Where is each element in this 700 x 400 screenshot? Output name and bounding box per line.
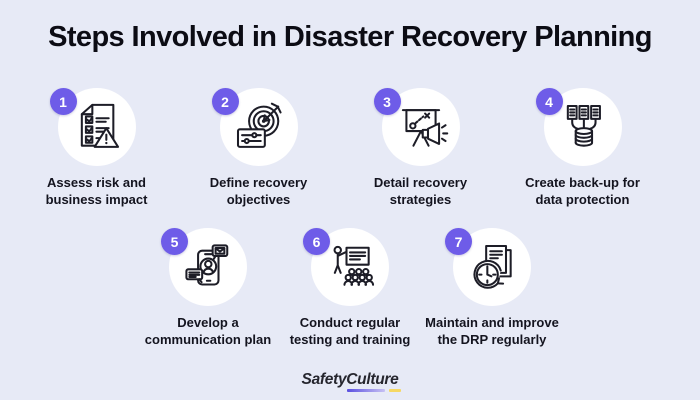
page-title: Steps Involved in Disaster Recovery Plan…	[48, 21, 652, 53]
brand-safety-text: Safety	[301, 371, 347, 388]
step-6-icon-circle: 6	[303, 228, 389, 307]
step-5: 5 Develop a communic	[137, 228, 279, 348]
step-6-number-badge: 6	[303, 228, 330, 256]
checklist-warning-icon	[80, 103, 119, 148]
step-6: 6 Conduct regular	[279, 228, 421, 348]
step-4-number-badge: 4	[535, 88, 563, 115]
step-2-label: Define recovery objectives	[209, 175, 308, 207]
step-1-label: Assess risk and business impact	[45, 175, 148, 207]
step-5-number-badge: 5	[161, 228, 188, 256]
step-7-label: Maintain and improve the DRP regularly	[425, 315, 559, 347]
step-1: 1 Asse	[16, 88, 178, 208]
brand-underline-purple	[347, 389, 385, 392]
phone-communication-icon	[185, 244, 229, 286]
step-4: 4	[502, 88, 664, 208]
step-3: 3 Detail recovery strategies	[340, 88, 502, 208]
step-5-label: Develop a communication plan	[144, 315, 272, 347]
step-2: 2 Define recovery ob	[178, 88, 340, 208]
step-3-number-badge: 3	[373, 88, 401, 115]
step-3-icon-circle: 3	[373, 88, 460, 166]
step-1-number-badge: 1	[49, 88, 77, 115]
brand-culture-text: Culture	[346, 371, 402, 392]
step-5-icon-circle: 5	[161, 228, 247, 307]
strategy-presentation-icon	[401, 109, 448, 147]
step-2-number-badge: 2	[211, 88, 239, 115]
data-backup-icon	[566, 104, 601, 147]
step-4-icon-circle: 4	[535, 88, 622, 166]
training-presentation-icon	[333, 246, 375, 287]
safetyculture-logo: SafetyCulture	[301, 371, 402, 392]
step-7: 7 Maintain and improve the DRP regularly	[421, 228, 563, 348]
step-3-label: Detail recovery strategies	[373, 175, 468, 207]
steps-row-2: 5 Develop a communic	[0, 228, 700, 348]
steps-row-1: 1 Asse	[0, 88, 700, 208]
step-7-icon-circle: 7	[445, 228, 531, 307]
step-1-icon-circle: 1	[49, 88, 136, 166]
step-7-number-badge: 7	[445, 228, 472, 256]
brand-underline-yellow	[388, 389, 402, 392]
step-2-icon-circle: 2	[211, 88, 298, 166]
step-6-label: Conduct regular testing and training	[289, 315, 411, 347]
footer: SafetyCulture	[0, 371, 700, 392]
target-arrow-icon	[236, 102, 282, 148]
clock-documents-icon	[473, 245, 512, 289]
step-4-label: Create back-up for data protection	[525, 175, 640, 207]
